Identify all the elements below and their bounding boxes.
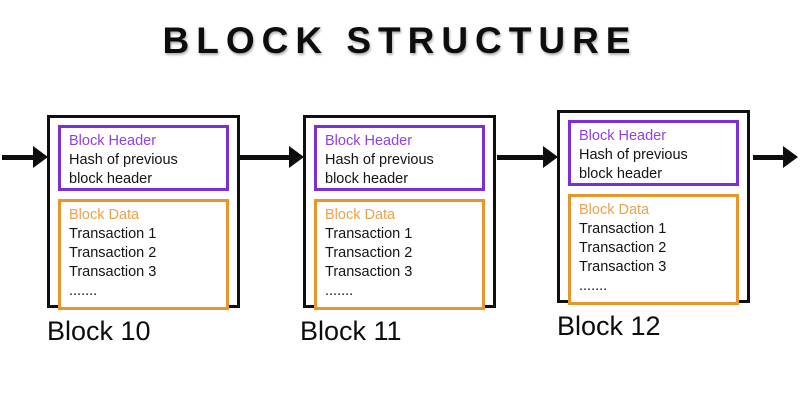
block-data-box: Block Data Transaction 1 Transaction 2 T… [58, 199, 229, 310]
transaction-line: Transaction 1 [69, 226, 157, 242]
transaction-line: Transaction 1 [579, 221, 667, 237]
block-data-title: Block Data [69, 207, 140, 223]
flow-arrow-block-10-to-11 [240, 145, 304, 169]
block-card-10: Block Header Hash of previous block head… [47, 115, 240, 310]
block-data-title: Block Data [579, 202, 650, 218]
block-label-11: Block 11 [300, 316, 402, 346]
transaction-line: Transaction 3 [579, 259, 667, 275]
arrow-shaft [240, 154, 294, 160]
flow-arrow-block-11-to-12 [497, 145, 558, 169]
block-header-title: Block Header [579, 128, 667, 144]
block-label-10: Block 10 [47, 316, 151, 346]
block-header-body: Hash of previous block header [579, 147, 688, 182]
arrow-shaft [497, 154, 548, 160]
transaction-line: Transaction 3 [69, 264, 157, 280]
transaction-line: Transaction 3 [325, 264, 413, 280]
block-card-12: Block Header Hash of previous block head… [557, 110, 750, 305]
transaction-ellipsis: ....... [325, 283, 354, 299]
transaction-line: Transaction 2 [325, 245, 413, 261]
diagram-title: BLOCK STRUCTURE [162, 20, 638, 61]
block-header-body: Hash of previous block header [69, 152, 178, 187]
arrow-head-icon [783, 146, 798, 168]
transaction-line: Transaction 2 [579, 240, 667, 256]
flow-arrow-into-block-10 [2, 145, 48, 169]
block-header-box: Block Header Hash of previous block head… [568, 120, 739, 186]
block-card-11: Block Header Hash of previous block head… [303, 115, 496, 310]
arrow-head-icon [543, 146, 558, 168]
block-header-title: Block Header [69, 133, 157, 149]
arrow-shaft [2, 154, 38, 160]
block-data-title: Block Data [325, 207, 396, 223]
block-label-12: Block 12 [557, 311, 661, 341]
block-header-body: Hash of previous block header [325, 152, 434, 187]
transaction-ellipsis: ....... [69, 283, 98, 299]
block-data-box: Block Data Transaction 1 Transaction 2 T… [314, 199, 485, 310]
block-header-box: Block Header Hash of previous block head… [314, 125, 485, 191]
arrow-head-icon [33, 146, 48, 168]
arrow-head-icon [289, 146, 304, 168]
arrow-shaft [753, 154, 788, 160]
block-header-box: Block Header Hash of previous block head… [58, 125, 229, 191]
block-header-title: Block Header [325, 133, 413, 149]
transaction-ellipsis: ....... [579, 278, 608, 294]
flow-arrow-out-of-block-12 [753, 145, 798, 169]
transaction-line: Transaction 1 [325, 226, 413, 242]
block-data-box: Block Data Transaction 1 Transaction 2 T… [568, 194, 739, 305]
transaction-line: Transaction 2 [69, 245, 157, 261]
